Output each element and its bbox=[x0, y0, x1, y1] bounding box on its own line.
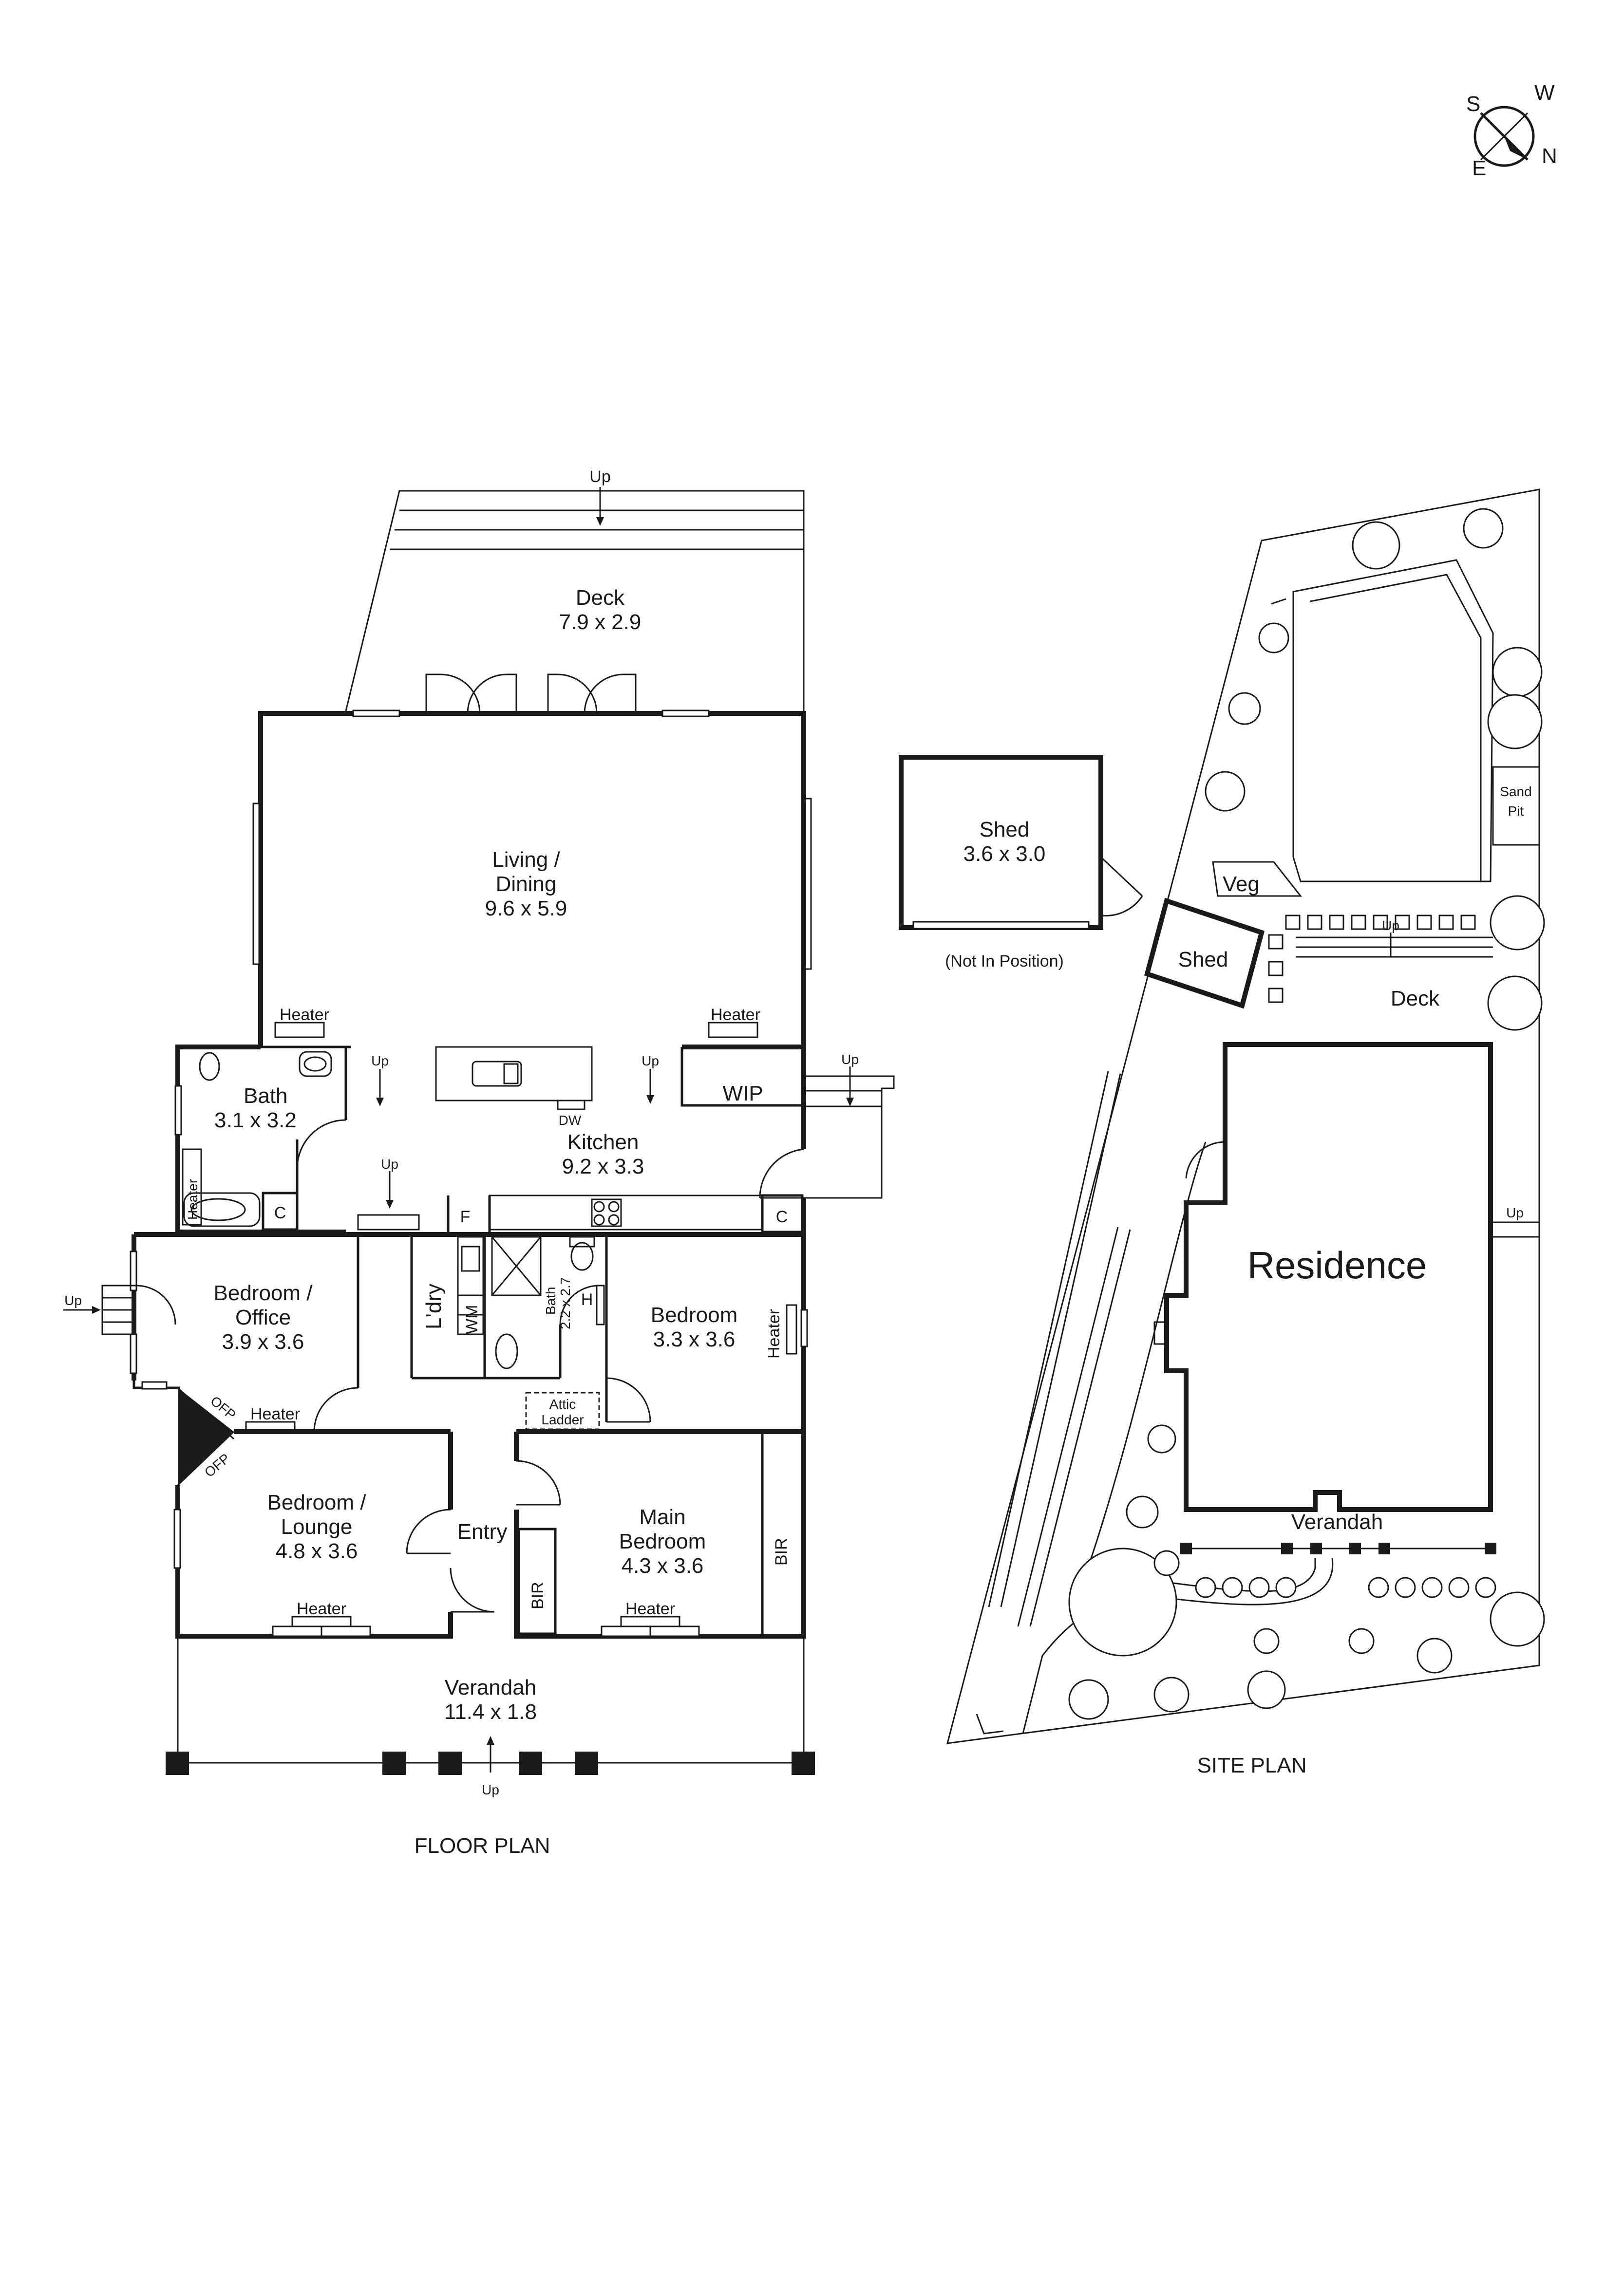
bir-label-main-left: BIR bbox=[529, 1582, 547, 1609]
up-side-stairs: Up bbox=[841, 1052, 859, 1067]
cupboard-label-bath: C bbox=[274, 1204, 286, 1222]
floor-plan: Up Deck 7.9 x 2.9 Living / Dining 9.6 x … bbox=[63, 467, 895, 1858]
living-label-1: Living / bbox=[492, 848, 560, 872]
kitchen-size: 9.2 x 3.3 bbox=[562, 1155, 644, 1178]
verandah-size: 11.4 x 1.8 bbox=[444, 1700, 537, 1724]
heater-label-office: Heater bbox=[250, 1405, 300, 1423]
entry-label: Entry bbox=[457, 1520, 508, 1544]
heater-label-lounge: Heater bbox=[297, 1600, 346, 1618]
bir-label-main-right: BIR bbox=[772, 1538, 791, 1566]
kitchen-label: Kitchen bbox=[567, 1130, 639, 1154]
main-bedroom-size: 4.3 x 3.6 bbox=[622, 1554, 704, 1578]
main-bedroom-label-1: Main bbox=[639, 1505, 685, 1529]
living-size: 9.6 x 5.9 bbox=[485, 896, 567, 920]
site-verandah-label: Verandah bbox=[1291, 1510, 1383, 1534]
dw-label: DW bbox=[559, 1113, 582, 1128]
shed-size: 3.6 x 3.0 bbox=[963, 842, 1046, 866]
shed-label: Shed bbox=[980, 818, 1030, 841]
site-deck-label: Deck bbox=[1391, 987, 1440, 1010]
heater-label-living-right: Heater bbox=[711, 1006, 760, 1024]
compass-s: S bbox=[1466, 92, 1480, 116]
up-kitchen-left: Up bbox=[371, 1053, 389, 1068]
heater-label-living-left: Heater bbox=[280, 1006, 329, 1024]
bath2-heater-label: H bbox=[581, 1290, 593, 1309]
bedroom-lounge-label-2: Lounge bbox=[281, 1515, 353, 1539]
bath2-label: Bath bbox=[543, 1287, 558, 1315]
site-plan-caption: SITE PLAN bbox=[1197, 1754, 1307, 1777]
cupboard-label-kitchen: C bbox=[776, 1208, 788, 1226]
bedroom-lounge-size: 4.8 x 3.6 bbox=[276, 1539, 358, 1563]
site-sandpit-label-1: Sand bbox=[1500, 784, 1531, 799]
site-trees bbox=[1068, 508, 1545, 1720]
up-kitchen-right: Up bbox=[642, 1053, 659, 1068]
heater-label-main: Heater bbox=[625, 1600, 675, 1618]
verandah-label: Verandah bbox=[445, 1676, 536, 1699]
attic-label-1: Attic bbox=[549, 1397, 576, 1412]
up-verandah: Up bbox=[482, 1782, 499, 1797]
laundry-label: L'dry bbox=[422, 1284, 446, 1329]
site-veg-label: Veg bbox=[1223, 872, 1260, 896]
bedroom-office-size: 3.9 x 3.6 bbox=[222, 1330, 304, 1354]
attic-label-2: Ladder bbox=[541, 1412, 584, 1427]
wm-label: WM bbox=[463, 1305, 481, 1334]
shed-detached: Shed 3.6 x 3.0 (Not In Position) bbox=[899, 755, 1143, 971]
site-side-up: Up bbox=[1506, 1205, 1524, 1220]
deck-label: Deck bbox=[576, 586, 625, 610]
up-bedroom-office: Up bbox=[64, 1293, 82, 1308]
site-shed-label: Shed bbox=[1178, 948, 1228, 971]
compass-n: N bbox=[1542, 144, 1557, 168]
bedroom-lounge-label-1: Bedroom / bbox=[267, 1491, 367, 1514]
floor-plan-caption: FLOOR PLAN bbox=[415, 1834, 550, 1858]
main-bedroom-label-2: Bedroom bbox=[619, 1530, 706, 1553]
deck: Up Deck 7.9 x 2.9 bbox=[345, 467, 805, 711]
deck-up-label: Up bbox=[589, 467, 610, 486]
bath-size: 3.1 x 3.2 bbox=[214, 1108, 297, 1132]
shed-note: (Not In Position) bbox=[945, 952, 1064, 971]
site-residence-label: Residence bbox=[1247, 1244, 1427, 1287]
heater-label-bedroom: Heater bbox=[765, 1309, 783, 1359]
compass: S W E N bbox=[1466, 81, 1557, 180]
site-plan: Veg Sand Pit Deck Up Shed bbox=[946, 488, 1545, 1777]
site-deck-up: Up bbox=[1382, 918, 1399, 933]
living-label-2: Dining bbox=[496, 872, 557, 896]
fridge-label: F bbox=[460, 1208, 471, 1226]
bedroom-office-label-2: Office bbox=[235, 1306, 291, 1329]
bedroom-size: 3.3 x 3.6 bbox=[653, 1327, 736, 1351]
bath-label: Bath bbox=[244, 1084, 288, 1108]
bedroom-label: Bedroom bbox=[651, 1303, 738, 1327]
wip-label: WIP bbox=[722, 1082, 763, 1105]
compass-e: E bbox=[1472, 156, 1486, 180]
site-sandpit-label-2: Pit bbox=[1508, 803, 1524, 819]
bedroom-office-label-1: Bedroom / bbox=[214, 1281, 313, 1305]
up-laundry: Up bbox=[381, 1157, 398, 1172]
deck-size: 7.9 x 2.9 bbox=[559, 610, 642, 634]
compass-w: W bbox=[1534, 81, 1555, 105]
